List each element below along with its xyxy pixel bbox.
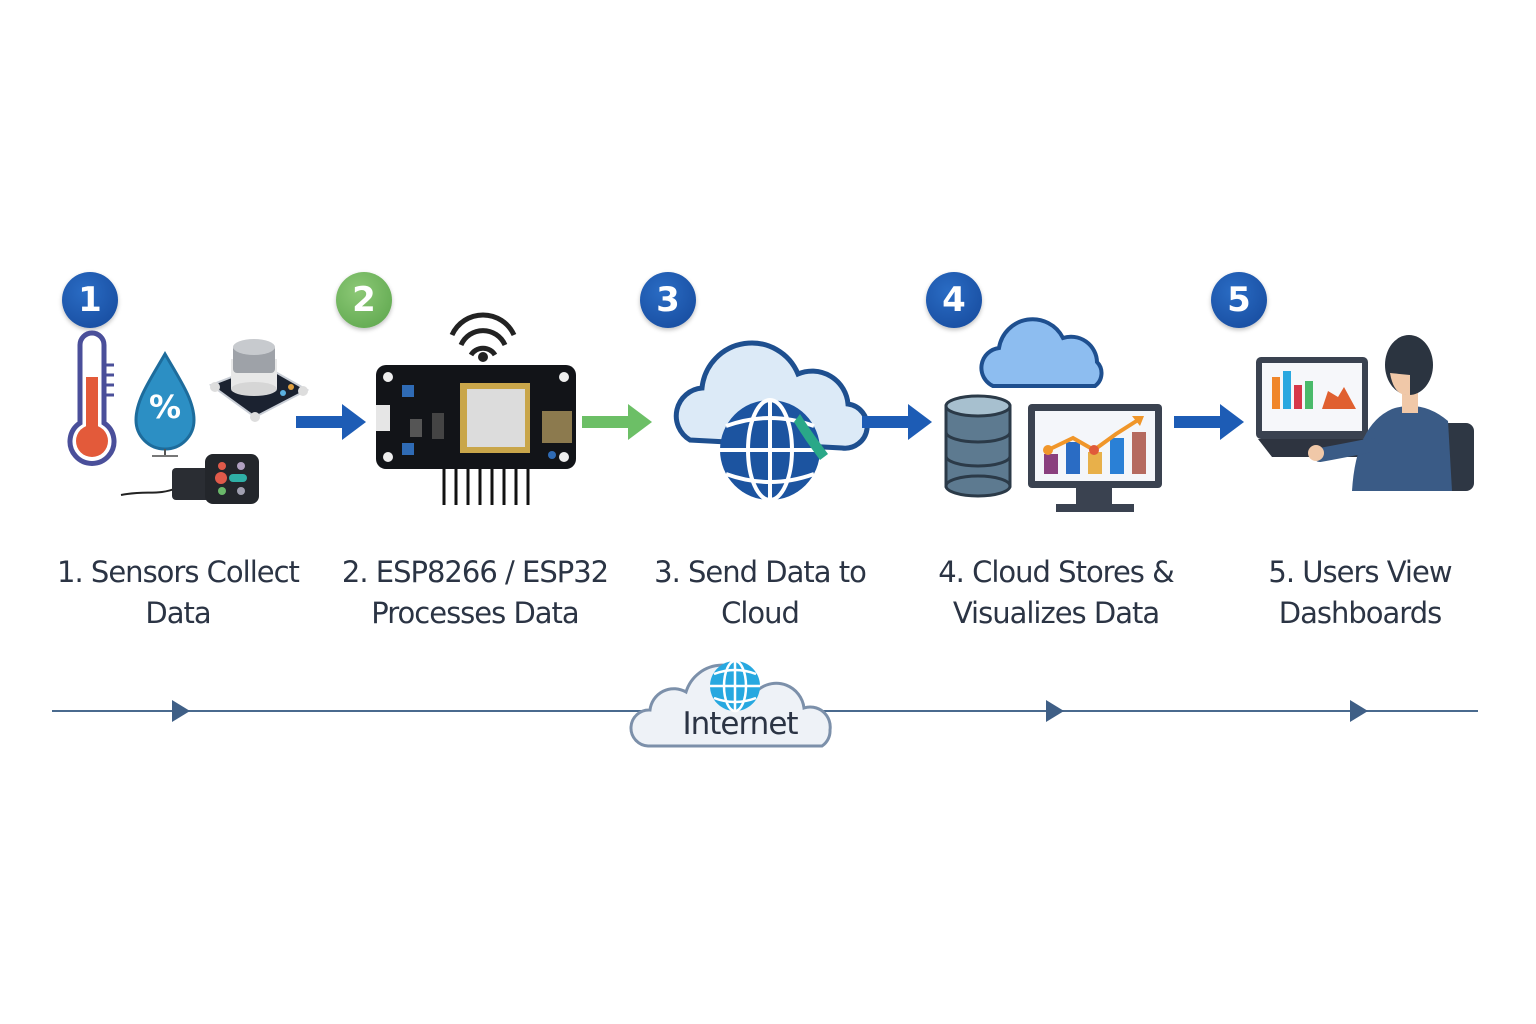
- internet-label: Internet: [682, 706, 798, 742]
- timeline-arrowhead: [172, 700, 190, 722]
- database-dashboard-icon: [940, 317, 1170, 522]
- step-3-label: 3. Send Data to Cloud: [615, 552, 905, 634]
- step-1-badge: 1: [62, 272, 118, 328]
- gas-sensor-module-icon: [208, 339, 310, 422]
- cloud-globe-icon: [673, 340, 870, 502]
- percent-symbol: %: [148, 388, 182, 426]
- step-2-label: 2. ESP8266 / ESP32 Processes Data: [330, 552, 620, 634]
- database-icon: [944, 394, 1012, 498]
- timeline-arrowhead: [1046, 700, 1064, 722]
- internet-cloud-icon: [629, 659, 832, 748]
- step-3-label-line1: 3. Send Data to: [654, 555, 867, 589]
- step-5-badge: 5: [1211, 272, 1267, 328]
- step-4-label: 4. Cloud Stores & Visualizes Data: [911, 552, 1201, 634]
- wifi-icon: [449, 312, 517, 362]
- internet-globe-icon: [710, 659, 760, 713]
- step-1-label-line2: Data: [145, 596, 211, 630]
- step-2-label-line1: 2. ESP8266 / ESP32: [341, 555, 609, 589]
- sensors-icon: %: [55, 330, 315, 520]
- step-3-label-line2: Cloud: [721, 596, 800, 630]
- bar-chart-graphic: [1043, 416, 1146, 474]
- timeline-arrowhead: [1350, 700, 1368, 722]
- step-4-label-line1: 4. Cloud Stores &: [938, 555, 1175, 589]
- cloud-icon: [979, 317, 1104, 388]
- step-4-label-line2: Visualizes Data: [952, 596, 1160, 630]
- step-2-badge: 2: [336, 272, 392, 328]
- step-5-label-line2: Dashboards: [1278, 596, 1442, 630]
- step-1-label-line1: 1. Sensors Collect: [57, 555, 300, 589]
- step-2-label-line2: Processes Data: [371, 596, 579, 630]
- arrow-step2-to-step3: [582, 404, 652, 440]
- dashboard-monitor-icon: [1028, 404, 1162, 512]
- arrow-step1-to-step2: [296, 404, 366, 440]
- step-3-badge: 3: [640, 272, 696, 328]
- color-sensor-icon: [120, 454, 259, 504]
- arrow-step3-to-step4: [862, 404, 932, 440]
- globe-icon: [720, 398, 828, 502]
- thermometer-icon: [67, 330, 117, 466]
- step-1-label: 1. Sensors Collect Data: [33, 552, 323, 634]
- humidity-drop-icon: [134, 350, 196, 457]
- step-5-label: 5. Users View Dashboards: [1215, 552, 1505, 634]
- microcontroller-board-icon: [376, 312, 576, 505]
- step-5-label-line1: 5. Users View: [1268, 555, 1452, 589]
- step-4-badge: 4: [926, 272, 982, 328]
- user-person-icon: [1308, 335, 1474, 491]
- user-laptop-icon: [1256, 335, 1474, 491]
- arrow-step4-to-step5: [1174, 404, 1244, 440]
